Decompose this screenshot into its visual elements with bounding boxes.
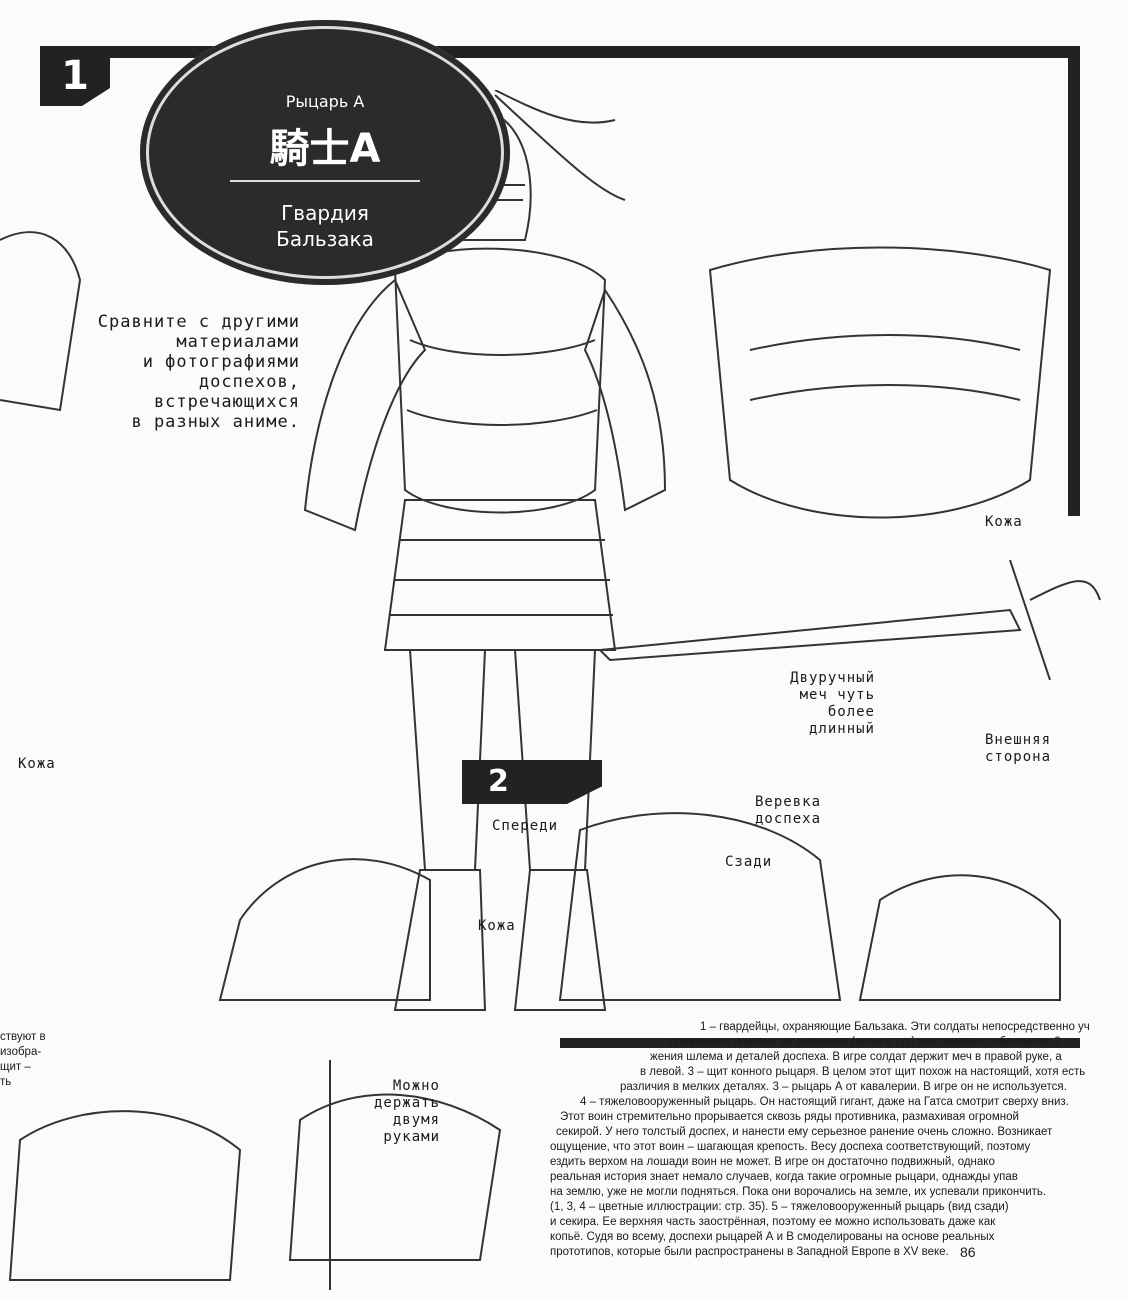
body-line: в левой. 3 – щит конного рыцаря. В целом… [640,1066,1086,1078]
intro-line: в разных аниме. [131,412,300,432]
label-line: доспеха [755,811,822,827]
title-badge: Рыцарь А 騎士A Гвардия Бальзака [140,20,510,285]
label-sword: Двуручный меч чуть более длинный [785,670,875,738]
label-line: держать [373,1095,440,1111]
label-line: двумя [392,1112,440,1128]
section-number-2: 2 [462,760,602,804]
label-leather-left: Кожа [18,756,56,772]
section-number-1: 1 [40,46,110,106]
label-line: руками [383,1129,440,1145]
badge-title-line: Гвардия [281,201,369,225]
left-page-fragment: ствуют в изобра- щит – ть [0,1030,60,1090]
body-line: Этот воин стремительно прорывается сквоз… [560,1111,1019,1123]
badge-divider [230,180,420,182]
page-number: 86 [960,1244,976,1260]
label-leather-right: Кожа [985,514,1023,530]
body-line: ощущение, что этот воин – шагающая крепо… [550,1141,1031,1153]
label-line: Веревка [755,794,822,810]
body-line: реальная история знает немало случаев, к… [550,1171,1018,1183]
intro-caption: Сравните с другими материалами и фотогра… [0,312,300,432]
frame-middle-bar [560,1038,1080,1048]
axe-sketch [8,1060,502,1290]
intro-line: и фотографиями [142,352,300,372]
shield-sketch [708,246,1052,519]
label-line: длинный [808,721,875,737]
intro-line: встречающихся [153,392,300,412]
fragment-line: ствуют в [0,1031,46,1043]
label-outer-side: Внешняя сторона [985,732,1051,766]
label-leather-bottom: Кожа [478,918,516,934]
body-line: 4 – тяжеловооруженный рыцарь. Он настоящ… [580,1096,1069,1108]
armor-detail-sketch [218,812,1061,1001]
body-line: копьё. Судя во всему, доспехи рыцарей А … [550,1231,995,1243]
label-back: Сзади [725,854,773,870]
sword-sketch [597,559,1101,680]
label-line: Двуручный [790,670,875,686]
body-line: и секира. Ее верхняя часть заострённая, … [550,1216,996,1228]
body-line: 1 – гвардейцы, охраняющие Бальзака. Эти … [700,1021,1090,1033]
body-line: сражениях, поэтому их амуниция (мечи и т… [670,1036,1061,1048]
label-line: сторона [985,749,1052,765]
intro-line: доспехов, [198,372,300,392]
frame-right-bar [1068,46,1080,516]
label-line: Можно [392,1078,440,1094]
fragment-line: ть [0,1076,12,1088]
intro-line: материалами [176,332,300,352]
label-two-hands: Можно держать двумя руками [360,1078,440,1146]
body-line: прототипов, которые были распространены … [550,1246,949,1258]
body-line: секирой. У него толстый доспех, и нанест… [556,1126,1053,1138]
label-rope: Веревка доспеха [755,794,821,828]
badge-subtitle: Рыцарь А [285,92,365,111]
knight-illustration [303,90,667,1011]
left-edge-sketch [0,231,82,412]
body-line: жения шлема и деталей доспеха. В игре со… [650,1051,1062,1063]
label-line: более [827,704,875,720]
badge-kanji: 騎士A [269,126,381,172]
badge-title: Гвардия Бальзака [140,200,510,252]
fragment-line: щит – [0,1061,31,1073]
fragment-line: изобра- [0,1046,42,1058]
body-text: 1 – гвардейцы, охраняющие Бальзака. Эти … [550,1020,1125,1260]
body-line: ездить верхом на лошади воин не может. В… [550,1156,995,1168]
body-line: на землю, уже не могли подняться. Пока о… [550,1186,1047,1198]
label-line: меч чуть [799,687,875,703]
label-line: Внешняя [985,732,1052,748]
body-line: различия в мелких деталях. 3 – рыцарь А … [620,1081,1067,1093]
body-line: (1, 3, 4 – цветные иллюстрации: стр. 35)… [550,1201,1009,1213]
intro-line: Сравните с другими [97,312,300,332]
label-front: Спереди [492,818,559,834]
badge-title-line: Бальзака [276,227,374,251]
